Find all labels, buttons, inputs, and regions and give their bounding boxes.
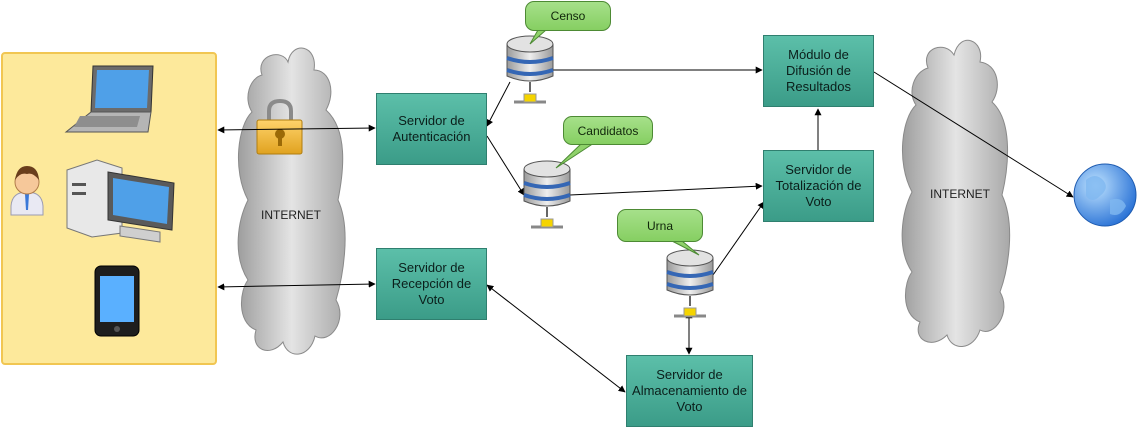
link-broadcast-globe: [873, 71, 1074, 198]
globe-icon: [1073, 163, 1137, 227]
auth-server-label: Servidor de Autenticación: [392, 113, 471, 144]
database-icon: [523, 160, 571, 229]
laptop-icon: [64, 65, 154, 133]
database-icon: [506, 35, 554, 104]
auth-server-box: Servidor de Autenticación: [376, 93, 487, 165]
broadcast-module-label: Módulo de Difusión de Resultados: [785, 47, 852, 94]
internet-cloud-right: [901, 39, 1011, 347]
link-candidatos-totalization: [569, 182, 763, 196]
censo-callout: Censo: [525, 1, 611, 31]
urna-callout: Urna: [617, 209, 703, 242]
internet-label-left: INTERNET: [261, 208, 321, 222]
connectors: [217, 66, 1074, 393]
user-icon: [10, 166, 44, 216]
callout-tails: [529, 29, 700, 256]
link-urna-totalization: [712, 201, 765, 276]
internet-label-right: INTERNET: [930, 187, 990, 201]
desktop-computer-icon: [66, 159, 175, 243]
link-clients-reception: [217, 280, 376, 291]
storage-server-box: Servidor de Almacenamiento de Voto: [626, 355, 753, 427]
reception-server-label: Servidor de Recepción de Voto: [391, 260, 472, 307]
link-censo-auth: [486, 81, 511, 127]
candidatos-callout: Candidatos: [563, 116, 653, 145]
storage-server-label: Servidor de Almacenamiento de Voto: [632, 367, 747, 414]
totalization-server-box: Servidor de Totalización de Voto: [763, 150, 874, 222]
link-clients-auth: [217, 124, 376, 134]
smartphone-icon: [94, 265, 140, 337]
broadcast-module-box: Módulo de Difusión de Resultados: [763, 35, 874, 107]
internet-cloud-left: [237, 47, 346, 355]
totalization-server-label: Servidor de Totalización de Voto: [775, 162, 862, 209]
database-icon: [666, 249, 714, 318]
reception-server-box: Servidor de Recepción de Voto: [376, 248, 487, 320]
link-auth-candidatos: [486, 135, 525, 196]
link-reception-storage: [486, 284, 626, 393]
